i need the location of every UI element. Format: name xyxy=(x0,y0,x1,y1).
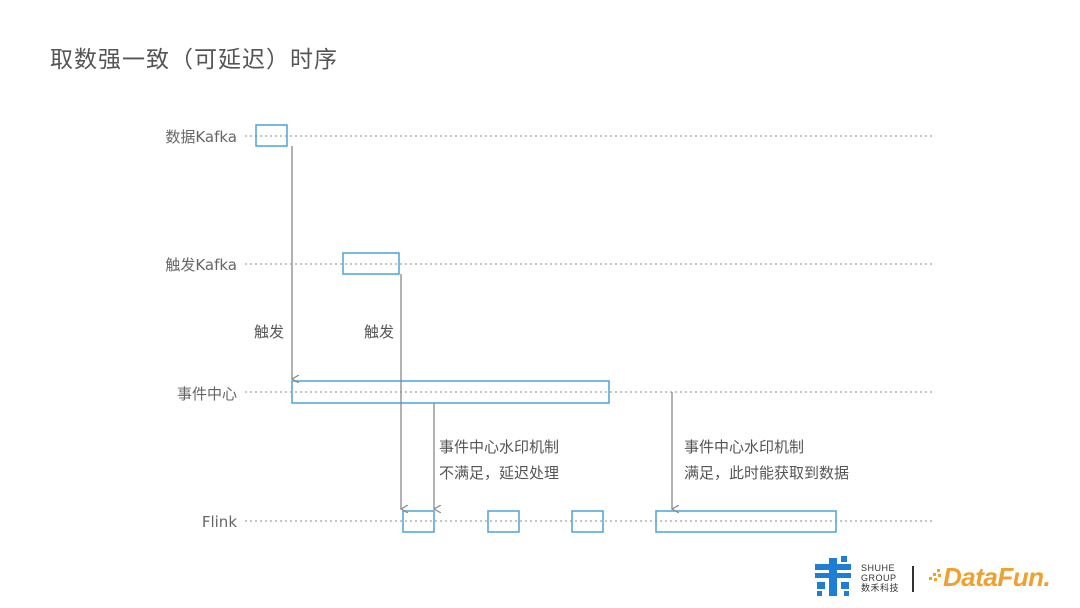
note-line: 事件中心水印机制 xyxy=(684,438,805,456)
data-kafka-box xyxy=(255,124,288,147)
lane-label-trigger-kafka: 触发Kafka xyxy=(165,256,237,274)
event-center-box xyxy=(291,380,610,404)
shuhe-line-1: SHUHE xyxy=(861,563,896,573)
lane-label-event-center: 事件中心 xyxy=(176,385,237,403)
page-title: 取数强一致（可延迟）时序 xyxy=(50,47,338,73)
note-watermark-not-met: 事件中心水印机制 不满足，延迟处理 xyxy=(439,434,559,486)
flink-box-2 xyxy=(487,510,520,533)
lane-label-data-kafka: 数据Kafka xyxy=(165,128,237,146)
trigger-kafka-box xyxy=(342,252,400,275)
shuhe-line-3: 数禾科技 xyxy=(861,583,900,593)
note-line: 满足，此时能获取到数据 xyxy=(684,464,850,482)
flink-box-4 xyxy=(655,510,837,533)
flink-box-3 xyxy=(571,510,604,533)
note-line: 事件中心水印机制 xyxy=(439,438,560,456)
note-watermark-met: 事件中心水印机制 满足，此时能获取到数据 xyxy=(684,434,849,486)
trigger-label-2: 触发 xyxy=(364,323,395,341)
note-line: 不满足，延迟处理 xyxy=(439,464,560,482)
datafun-logo: DataFun. xyxy=(943,562,1051,592)
shuhe-line-2: GROUP xyxy=(861,573,897,583)
shuhe-logo-text: SHUHE GROUP 数禾科技 xyxy=(861,563,899,593)
flink-box-1 xyxy=(402,510,435,533)
shuhe-logo-icon xyxy=(815,556,851,596)
logo-separator xyxy=(912,566,914,592)
datafun-dots-icon xyxy=(929,569,941,581)
trigger-label-1: 触发 xyxy=(254,323,285,341)
lane-label-flink: Flink xyxy=(201,513,237,531)
